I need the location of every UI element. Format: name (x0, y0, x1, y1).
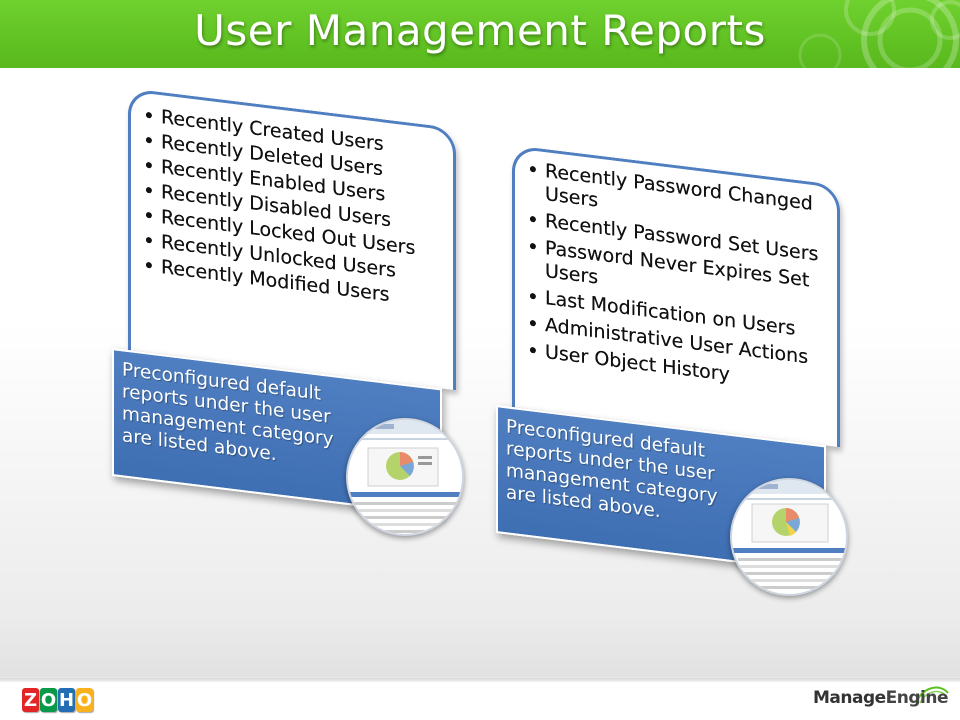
manageengine-swoosh-icon (915, 686, 949, 704)
zoho-logo-letter: O (40, 688, 57, 712)
report-preview-icon (348, 420, 462, 533)
decorative-swirl-icon (798, 0, 960, 68)
report-list-panel: Recently Password Changed Users Recently… (512, 145, 840, 448)
header-bar: User Management Reports (0, 0, 960, 68)
brand-engine: Engine (885, 688, 949, 708)
zoho-logo: Z O H O (22, 688, 93, 712)
report-screenshot-thumbnail (346, 418, 464, 536)
zoho-logo-letter: Z (22, 688, 39, 712)
caption-text: Preconfigured default reports under the … (506, 416, 718, 523)
manageengine-logo: ManageEngine (812, 688, 949, 708)
report-preview-icon (732, 480, 846, 589)
zoho-logo-letter: H (58, 688, 75, 712)
report-screenshot-thumbnail (730, 478, 848, 596)
page-title: User Management Reports (194, 6, 766, 55)
footer-divider (0, 678, 960, 682)
brand-manage: Manage (812, 688, 886, 708)
report-list: Recently Created Users Recently Deleted … (143, 103, 443, 315)
report-list: Recently Password Changed Users Recently… (527, 158, 827, 399)
caption-text: Preconfigured default reports under the … (122, 359, 334, 466)
zoho-logo-letter: O (76, 688, 93, 712)
report-list-panel: Recently Created Users Recently Deleted … (128, 88, 456, 391)
